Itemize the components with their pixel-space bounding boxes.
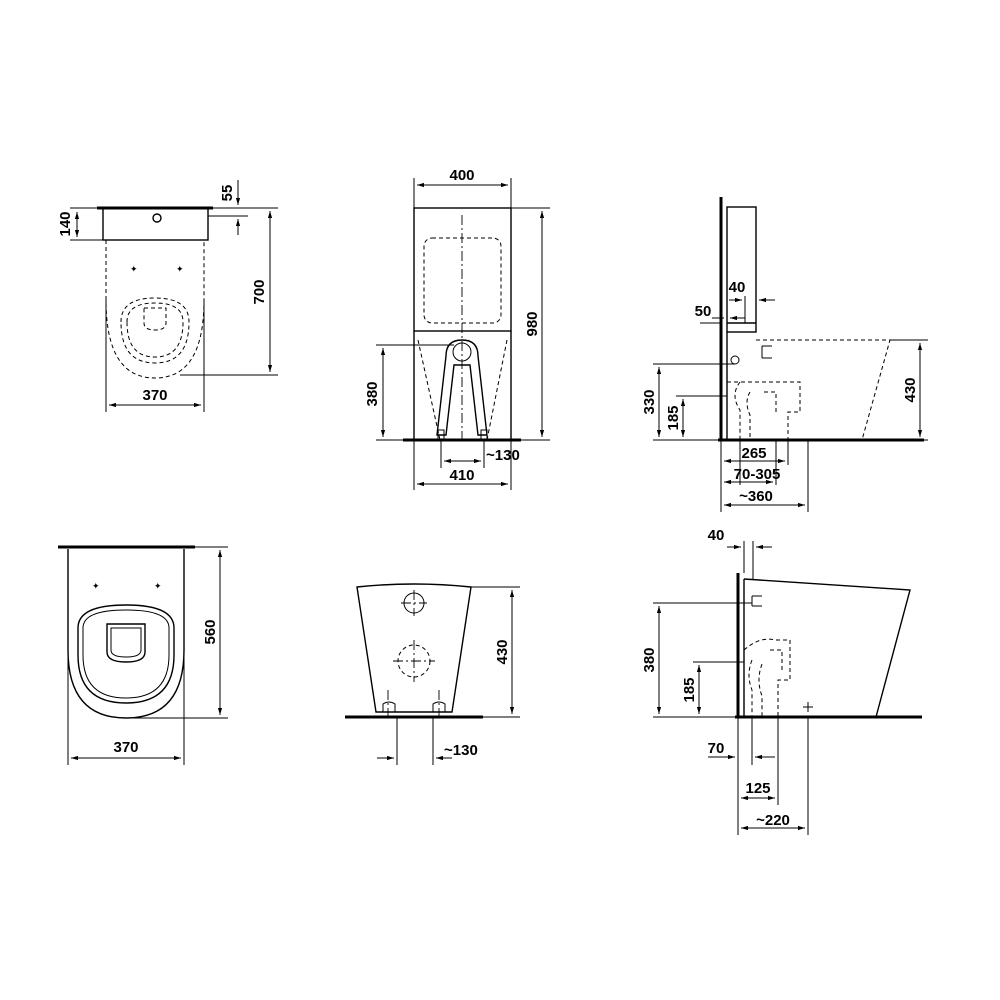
dim-410: 410 — [449, 467, 474, 484]
dim-430-side: 430 — [902, 377, 919, 402]
dim-40-side: 40 — [729, 279, 746, 296]
view-side-close-coupled: 40 50 430 330 185 265 70-305 ~360 — [641, 197, 928, 512]
svg-text:✦: ✦ — [92, 581, 100, 591]
dim-185-side: 185 — [665, 405, 682, 430]
svg-text:✦: ✦ — [130, 264, 138, 274]
view-top-bowl: ✦ ✦ 560 370 — [58, 545, 228, 765]
dim-330: 330 — [641, 389, 658, 414]
dim-360: ~360 — [739, 488, 773, 505]
dim-700: 700 — [251, 279, 268, 304]
dim-370-top: 370 — [142, 387, 167, 404]
dim-370-bowl: 370 — [113, 739, 138, 756]
dim-265: 265 — [741, 445, 766, 462]
dim-55: 55 — [219, 185, 236, 202]
view-top-close-coupled: ✦ ✦ 55 140 700 370 — [57, 180, 278, 412]
dim-140: 140 — [57, 211, 74, 236]
svg-text:✦: ✦ — [154, 581, 162, 591]
dim-130-front: ~130 — [486, 447, 520, 464]
dim-220: ~220 — [756, 812, 790, 829]
dim-185-bowl: 185 — [681, 677, 698, 702]
view-front-bowl: 430 ~130 — [345, 583, 520, 765]
dim-380-front: 380 — [364, 381, 381, 406]
dim-980: 980 — [524, 311, 541, 336]
dim-40-bowl: 40 — [708, 527, 725, 544]
svg-text:✦: ✦ — [176, 264, 184, 274]
dim-400: 400 — [449, 167, 474, 184]
dim-70: 70 — [708, 740, 725, 757]
dim-70-305: 70-305 — [734, 466, 781, 483]
dim-50: 50 — [695, 303, 712, 320]
dim-560: 560 — [202, 619, 219, 644]
dim-430-bowl: 430 — [494, 639, 511, 664]
view-side-bowl: 40 380 185 70 125 ~220 — [641, 527, 922, 835]
dim-380-bowl: 380 — [641, 647, 658, 672]
view-front-close-coupled: 400 980 380 410 ~130 — [364, 167, 550, 490]
dim-125: 125 — [745, 780, 770, 797]
dim-130-bowl: ~130 — [444, 742, 478, 759]
